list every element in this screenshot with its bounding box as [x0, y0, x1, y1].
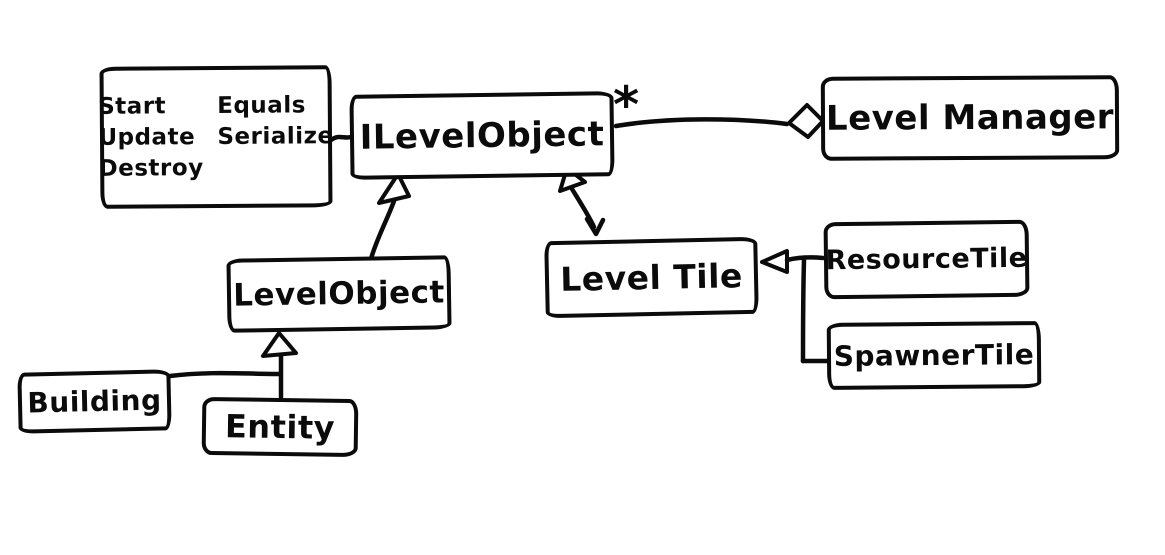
class-name-label: SpawnerTile	[833, 338, 1035, 373]
method-label: Equals	[217, 92, 306, 119]
class-box-leveltile: Level Tile	[544, 236, 759, 319]
class-box-ilevelobject: ILevelObject	[349, 91, 615, 180]
class-box-building: Building	[17, 369, 172, 434]
class-name-label: LevelObject	[232, 274, 446, 314]
tile-subclasses-edge	[760, 249, 830, 364]
inheritance-triangle-icon	[261, 331, 298, 358]
class-name-label: Entity	[224, 407, 336, 447]
multiplicity-star-label: *	[613, 76, 640, 134]
method-label: Serialize	[217, 123, 334, 150]
method-label: Destroy	[98, 155, 204, 182]
method-label: Update	[98, 124, 196, 151]
class-box-spawnertile: SpawnerTile	[826, 321, 1042, 390]
class-box-entity: Entity	[201, 396, 359, 458]
inheritance-triangle-icon	[377, 172, 411, 205]
aggregation-diamond-icon	[787, 103, 825, 139]
levelobject-inheritance-edge	[368, 172, 411, 262]
inheritance-triangle-icon	[760, 249, 789, 274]
class-name-label: Level Tile	[559, 256, 744, 299]
class-name-label: ILevelObject	[359, 113, 605, 158]
class-name-label: Building	[27, 383, 162, 420]
interface-methods-box: Start Equals Update Serialize Destroy	[98, 65, 334, 209]
class-name-label: ResourceTile	[825, 242, 1028, 277]
aggregation-edge	[613, 103, 825, 139]
methods-note-connector	[328, 134, 354, 143]
class-name-label: Level Manager	[825, 97, 1115, 139]
leveltile-inheritance-edge	[558, 166, 606, 237]
method-label: Start	[98, 93, 167, 120]
arrowhead-icon	[584, 216, 606, 237]
class-box-levelmanager: Level Manager	[820, 75, 1120, 161]
levelobject-subclasses-edge	[167, 331, 298, 400]
class-box-resourcetile: ResourceTile	[823, 219, 1030, 300]
class-box-levelobject: LevelObject	[226, 255, 452, 333]
